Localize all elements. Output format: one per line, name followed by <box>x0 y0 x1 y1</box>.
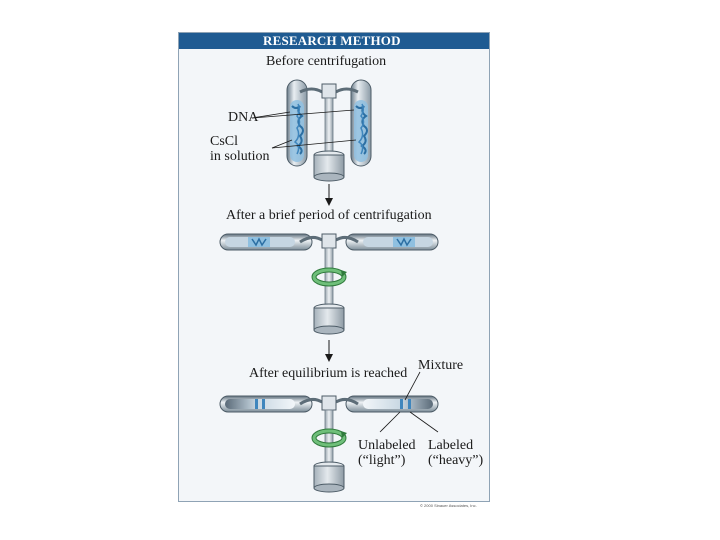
stage-brief-label: After a brief period of centrifugation <box>226 208 432 223</box>
vertical-tube-left <box>286 79 308 167</box>
stage-equilibrium-label: After equilibrium is reached <box>249 366 408 381</box>
panel-header: RESEARCH METHOD <box>179 33 489 49</box>
horizontal-tube-left <box>219 233 313 251</box>
research-method-panel: RESEARCH METHOD <box>178 32 490 502</box>
horizontal-tube-right <box>345 233 439 251</box>
stage-equilibrium <box>219 371 439 493</box>
rotation-arrow-icon <box>311 267 347 287</box>
horizontal-tube-left-eq <box>219 395 313 413</box>
stage-before-label: Before centrifugation <box>266 54 387 69</box>
cscl-label: CsCl <box>210 134 239 149</box>
stage-brief <box>219 233 439 335</box>
horizontal-tube-right-eq <box>345 395 439 413</box>
mixture-label: Mixture <box>418 358 464 373</box>
vertical-tube-right <box>350 79 372 167</box>
dna-label: DNA <box>228 110 259 125</box>
cscl-solution-label: in solution <box>210 149 270 164</box>
labeled-heavy-label: (“heavy”) <box>428 453 484 468</box>
stage-before <box>251 79 372 182</box>
labeled-label: Labeled <box>428 438 474 453</box>
copyright-notice: © 2000 Sinauer Associates, Inc. <box>420 503 477 508</box>
unlabeled-light-label: (“light”) <box>358 453 406 468</box>
unlabeled-label: Unlabeled <box>358 438 416 453</box>
rotation-arrow-icon <box>311 428 347 448</box>
